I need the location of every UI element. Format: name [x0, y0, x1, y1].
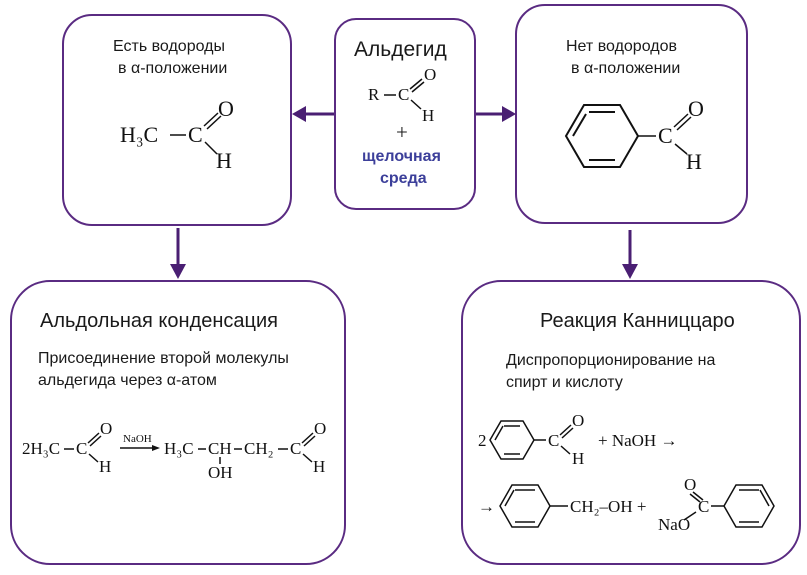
- aldol-ch: CH: [208, 439, 232, 458]
- aldehyde-title: Альдегид: [354, 38, 447, 61]
- cannizzaro-plus-naoh: + NaOH →: [598, 431, 677, 450]
- alpha-hydrogen-line2: в α-положении: [118, 60, 228, 77]
- benzaldehyde-c: C: [658, 123, 673, 148]
- aldol-o1: O: [100, 419, 112, 438]
- aldehyde-center-box: [334, 18, 476, 210]
- alkaline-condition-line2: среда: [380, 170, 427, 187]
- aldol-desc-line1: Присоединение второй молекулы: [38, 350, 289, 367]
- no-alpha-hydrogen-line1: Нет водородов: [566, 38, 677, 55]
- aldol-o2: O: [314, 419, 326, 438]
- acetaldehyde-h: H: [216, 148, 232, 173]
- benzene-ring: [564, 104, 640, 168]
- acetaldehyde-c: C: [188, 122, 203, 147]
- cannizzaro-o: O: [572, 411, 584, 430]
- cannizzaro-desc-line1: Диспропорционирование на: [506, 352, 716, 369]
- no-alpha-hydrogen-box: [515, 4, 748, 224]
- alpha-hydrogen-box: [62, 14, 292, 226]
- formula-h: H: [422, 106, 434, 125]
- aldol-oh: OH: [208, 463, 233, 482]
- cannizzaro-arrow-start: →: [478, 497, 495, 516]
- formula-o: O: [424, 65, 436, 84]
- arrow-head-right: [502, 106, 516, 122]
- aldol-h3c: H₃C: [164, 439, 194, 458]
- aldol-h1: H: [99, 457, 111, 476]
- aldol-coef: 2H₃C: [22, 439, 60, 458]
- aldol-h2: H: [313, 457, 325, 476]
- aldol-reaction-equation: 2H₃C C O H NaOH H₃C CH OH CH₂ C O H: [22, 419, 326, 482]
- aldol-c1: C: [76, 439, 87, 458]
- aldehyde-general-formula: R C O H: [368, 65, 436, 125]
- acetaldehyde-formula: H₃C C O H: [120, 96, 234, 173]
- cannizzaro-nao: NaO: [658, 515, 690, 534]
- acetaldehyde-h3c: H₃C: [120, 122, 158, 147]
- aldol-title: Альдольная конденсация: [40, 310, 278, 332]
- aldol-c2: C: [290, 439, 301, 458]
- aldol-condensation-box: [10, 280, 346, 565]
- benzaldehyde-h: H: [686, 149, 702, 174]
- cannizzaro-title: Реакция Канниццаро: [540, 310, 735, 332]
- cannizzaro-box: [461, 280, 801, 565]
- benzaldehyde-o: O: [688, 96, 704, 121]
- cannizzaro-coef: 2: [478, 431, 487, 450]
- cannizzaro-c2: C: [698, 497, 709, 516]
- alpha-hydrogen-line1: Есть водороды: [113, 38, 225, 55]
- aldol-desc-line2: альдегида через α-атом: [38, 372, 217, 389]
- cannizzaro-reaction-line1: 2 C O H + NaOH →: [478, 411, 677, 468]
- aldol-ch2: CH₂: [244, 439, 274, 458]
- cannizzaro-o2: O: [684, 475, 696, 494]
- aldol-reagent: NaOH: [123, 433, 152, 445]
- arrow-head-down-right: [622, 264, 638, 279]
- alkaline-condition-line1: щелочная: [362, 148, 441, 165]
- acetaldehyde-o: O: [218, 96, 234, 121]
- arrow-head-down-left: [170, 264, 186, 279]
- cannizzaro-c: C: [548, 431, 559, 450]
- formula-r: R: [368, 85, 380, 104]
- cannizzaro-ch2oh: CH₂–OH +: [570, 497, 646, 516]
- arrow-head-left: [292, 106, 306, 122]
- cannizzaro-reaction-line2: → CH₂–OH + O C NaO: [478, 475, 775, 534]
- no-alpha-hydrogen-line2: в α-положении: [571, 60, 681, 77]
- cannizzaro-desc-line2: спирт и кислоту: [506, 374, 623, 391]
- cannizzaro-h: H: [572, 449, 584, 468]
- benzaldehyde-formula: C O H: [564, 96, 704, 174]
- plus-sign: +: [396, 120, 408, 144]
- formula-c: C: [398, 85, 409, 104]
